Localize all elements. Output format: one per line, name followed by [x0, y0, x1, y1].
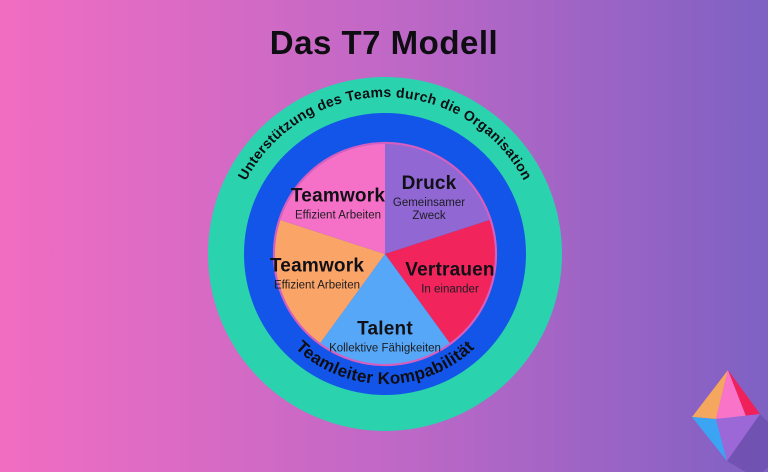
pie-outline-circle	[272, 141, 498, 367]
label-teamwork-top-title: Teamwork	[290, 185, 386, 207]
label-druck-subtitle: Gemeinsamer Zweck	[392, 196, 466, 222]
label-vertrauen-subtitle: In einander	[421, 283, 479, 296]
label-teamwork-left-title: Teamwork	[269, 255, 365, 277]
gem-logo	[692, 370, 768, 472]
segment-druck	[385, 144, 490, 254]
gem-facet-bottom-left	[692, 417, 727, 461]
segment-teamwork-top	[280, 144, 385, 254]
label-teamwork-left: Teamwork Effizient Arbeiten	[270, 255, 364, 292]
gem-facet-bottom-mid	[716, 414, 760, 461]
gem-logo-shadow	[727, 414, 768, 472]
label-talent-subtitle: Kollektive Fähigkeiten	[329, 342, 441, 355]
gem-facet-top-mid	[716, 370, 746, 419]
segment-teamwork-left	[275, 220, 385, 343]
label-vertrauen: Vertrauen In einander	[405, 259, 494, 296]
label-teamwork-left-subtitle: Effizient Arbeiten	[273, 279, 361, 292]
label-druck: Druck Gemeinsamer Zweck	[386, 173, 472, 223]
label-druck-title: Druck	[401, 172, 457, 194]
label-talent-title: Talent	[357, 318, 413, 340]
label-teamwork-top-subtitle: Effizient Arbeiten	[294, 209, 382, 222]
segment-vertrauen	[385, 220, 495, 343]
segment-talent	[320, 254, 450, 365]
page-title: Das T7 Modell	[269, 24, 499, 61]
label-vertrauen-title: Vertrauen	[405, 259, 495, 281]
label-teamwork-top: Teamwork Effizient Arbeiten	[291, 185, 385, 222]
label-talent: Talent Kollektive Fähigkeiten	[329, 318, 441, 355]
gem-facet-top-right	[728, 370, 760, 416]
